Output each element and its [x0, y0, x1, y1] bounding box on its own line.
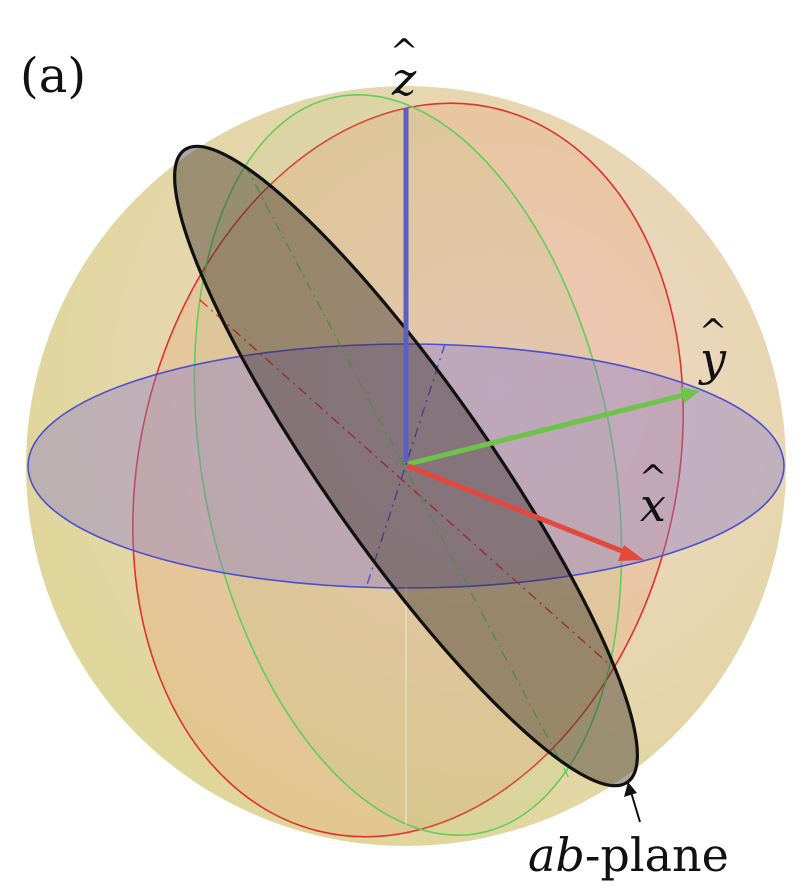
z-letter: z — [392, 52, 417, 106]
ab-plane-pointer-head — [624, 782, 637, 797]
blue-dashed-line-1 — [365, 343, 446, 589]
x-axis-label: ^ x — [639, 458, 668, 532]
ab-plane-label: ab-plane — [528, 828, 729, 882]
red-dashed-line — [199, 299, 611, 666]
x-hat: ^ — [638, 458, 668, 498]
x-arrow-head — [618, 545, 644, 561]
y-letter: y — [700, 332, 726, 386]
y-arrow-head — [680, 387, 700, 403]
ab-plane-label-rest: -plane — [584, 828, 729, 882]
z-axis-label: ^ z — [390, 32, 419, 106]
y-axis-label: ^ y — [699, 312, 728, 386]
y-hat: ^ — [698, 312, 728, 352]
ab-plane-disc — [173, 144, 639, 788]
red-great-circle — [132, 102, 684, 838]
x-axis-arrow — [407, 463, 633, 558]
sphere-body — [26, 86, 786, 846]
green-dashed-line — [244, 164, 571, 781]
z-hat: ^ — [389, 32, 419, 72]
ab-plane-pointer — [630, 791, 641, 823]
x-letter: x — [640, 478, 666, 532]
green-great-circle — [193, 94, 623, 836]
y-axis-arrow — [407, 391, 689, 467]
panel-label: (a) — [20, 48, 87, 104]
ab-plane-label-italic: ab — [528, 828, 585, 882]
